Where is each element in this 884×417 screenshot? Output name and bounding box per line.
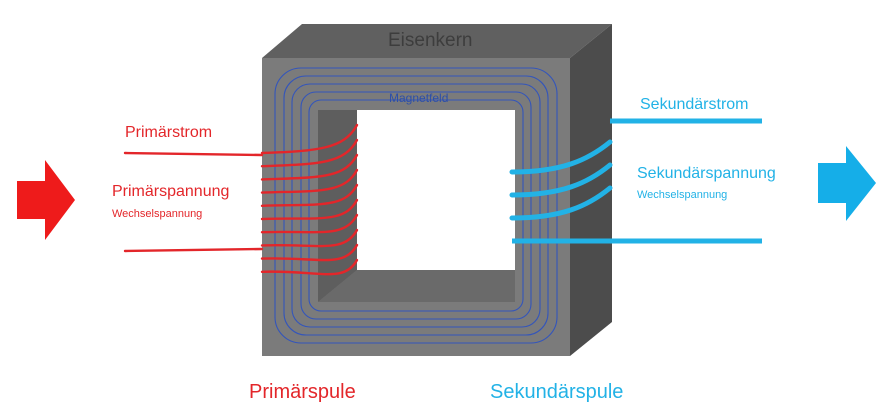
core-window	[357, 110, 515, 270]
core-window-bevel-bottom	[318, 270, 515, 302]
primary-coil-windings	[260, 123, 359, 276]
secondary-coil-label: Sekundärspule	[490, 381, 624, 403]
primary-winding	[260, 228, 359, 248]
primary-winding	[260, 258, 359, 276]
primary-leads	[123, 151, 264, 253]
secondary-winding	[509, 162, 613, 198]
secondary-winding	[509, 139, 613, 175]
primary-winding	[260, 168, 359, 194]
primary-lead-top	[123, 151, 264, 157]
secondary-current-label: Sekundärstrom	[640, 96, 749, 113]
primary-winding	[260, 123, 359, 155]
magnetic-field-label: Magnetfeld	[389, 91, 449, 105]
secondary-winding	[509, 185, 613, 221]
secondary-ac-label: Wechselspannung	[637, 189, 728, 201]
primary-voltage-label: Primärspannung	[112, 183, 230, 200]
secondary-coil-windings	[509, 139, 613, 221]
primary-winding	[260, 138, 359, 168]
primary-winding	[260, 243, 359, 262]
primary-ac-label: Wechselspannung	[112, 208, 203, 220]
primary-current-label: Primärstrom	[125, 124, 213, 141]
secondary-voltage-label: Sekundärspannung	[637, 165, 776, 182]
primary-winding	[260, 213, 359, 234]
primary-lead-bottom	[123, 247, 264, 253]
primary-winding	[260, 153, 359, 181]
output-arrow-icon	[818, 146, 876, 221]
primary-coil-label: Primärspule	[249, 381, 356, 403]
secondary-leads	[512, 118, 762, 244]
core-label: Eisenkern	[388, 30, 473, 51]
primary-winding	[260, 198, 359, 221]
core-side-face	[570, 24, 612, 356]
primary-winding	[260, 183, 359, 207]
core-window-bevel-left	[318, 110, 357, 302]
core-top-face	[262, 24, 612, 58]
input-arrow-icon	[17, 160, 75, 240]
